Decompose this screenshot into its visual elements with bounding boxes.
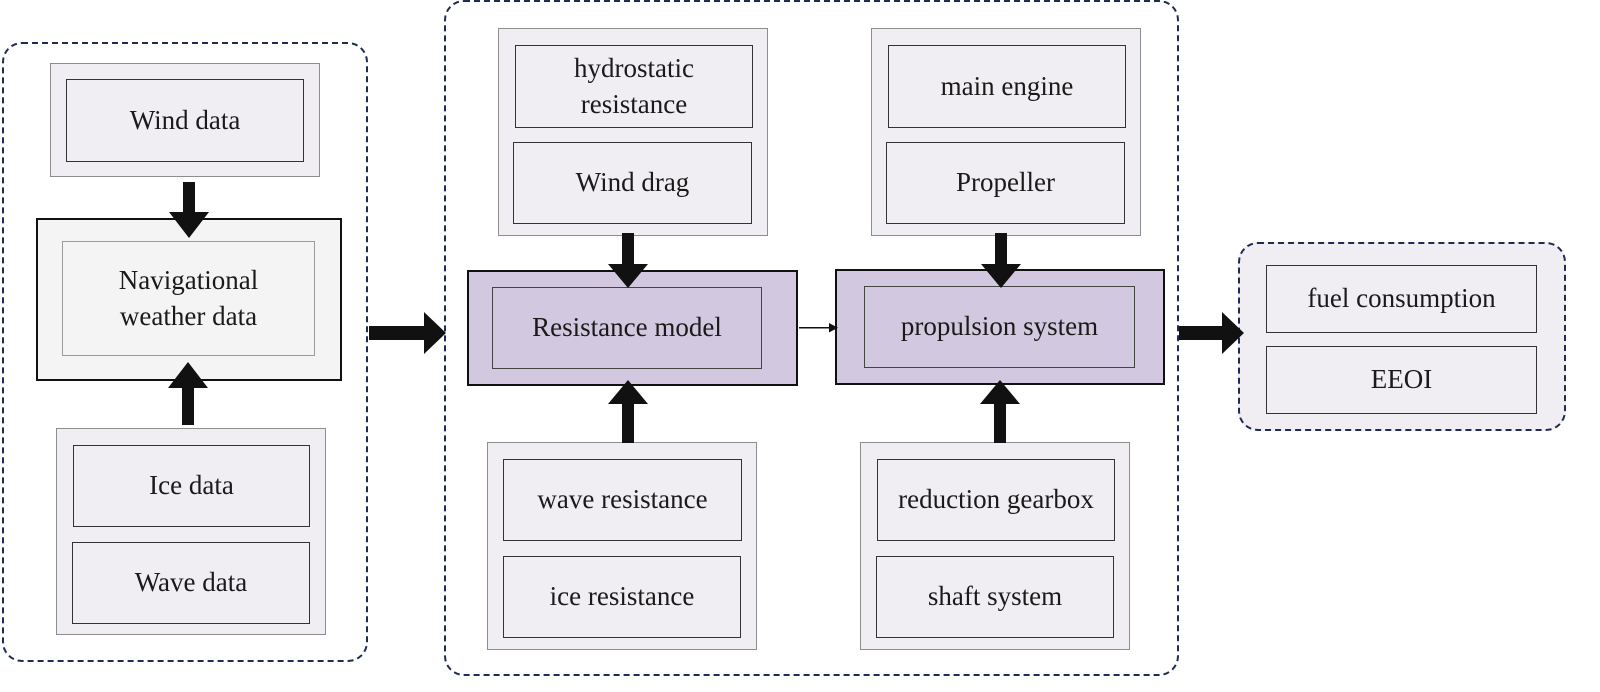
ice-resistance-box: ice resistance (503, 556, 741, 638)
resistance-model-box: Resistance model (492, 287, 762, 369)
model-group (444, 0, 1179, 676)
fuel-consumption-box: fuel consumption (1266, 265, 1537, 333)
arrow-wave-to-resistance (608, 380, 648, 443)
arrow-middle-to-right (1179, 312, 1244, 354)
arrow-left-to-middle (369, 312, 446, 354)
reduction-gearbox-box: reduction gearbox (877, 459, 1115, 541)
arrow-wind-drag-to-resistance (608, 233, 648, 288)
navigational-weather-data-box: Navigational weather data (62, 241, 315, 356)
propeller-box: Propeller (886, 142, 1125, 224)
hydrostatic-resistance-box: hydrostatic resistance (515, 45, 753, 128)
ice-data-box: Ice data (73, 445, 310, 527)
wave-resistance-box: wave resistance (503, 459, 742, 541)
wave-data-box: Wave data (72, 542, 310, 624)
arrow-resistance-to-propulsion-head (829, 323, 838, 333)
arrow-gearbox-to-propulsion (980, 380, 1020, 443)
propulsion-system-box: propulsion system (864, 286, 1135, 368)
shaft-system-box: shaft system (876, 556, 1114, 638)
arrow-resistance-to-propulsion-line (799, 327, 829, 329)
arrow-ice-to-nav (168, 362, 208, 425)
wind-drag-box: Wind drag (513, 142, 752, 224)
wind-data-box: Wind data (66, 79, 304, 162)
main-engine-box: main engine (888, 45, 1126, 128)
input-data-group (2, 42, 368, 662)
arrow-propeller-to-propulsion (981, 233, 1021, 288)
arrow-wind-to-nav (169, 182, 209, 238)
eeoi-box: EEOI (1266, 346, 1537, 414)
